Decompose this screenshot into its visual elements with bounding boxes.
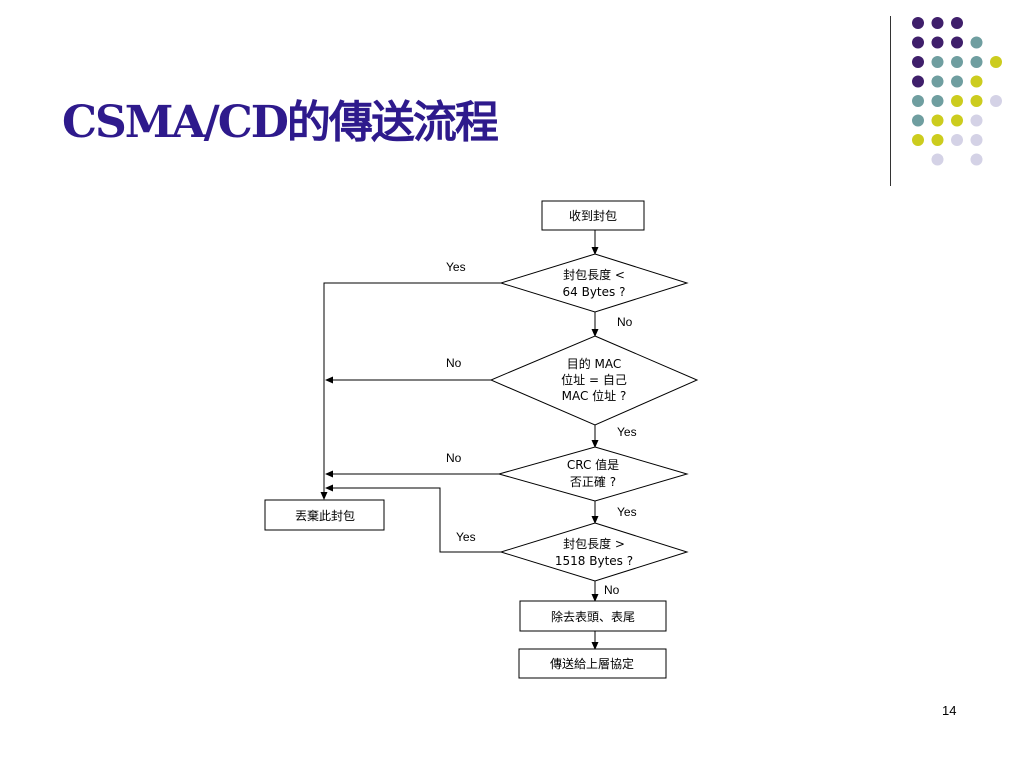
decision-crc-check: CRC 值是 否正確 ? xyxy=(497,446,689,502)
decorative-dot xyxy=(931,134,944,146)
decorative-dot xyxy=(912,56,924,68)
slide-title: CSMA/CD的傳送流程 xyxy=(62,97,499,148)
flow-connectors xyxy=(320,230,599,650)
decorative-dot xyxy=(931,17,944,29)
decision-min-length: 封包長度 < 64 Bytes ? xyxy=(499,253,689,313)
decision-destination-mac-line2: 位址 = 自己 xyxy=(561,372,627,387)
decorative-dot xyxy=(951,95,963,107)
decorative-dot xyxy=(912,36,924,49)
decision-max-length: 封包長度 > 1518 Bytes ? xyxy=(499,522,689,582)
connector-d1-yes xyxy=(320,282,501,500)
start-node: 收到封包 xyxy=(541,200,645,231)
decision-crc-check-line1: CRC 值是 xyxy=(567,457,619,472)
decorative-dot xyxy=(951,75,963,88)
page-number: 14 xyxy=(942,703,957,718)
decorative-dot xyxy=(951,114,963,127)
discard-node: 丟棄此封包 xyxy=(264,499,385,531)
decorative-dot xyxy=(990,56,1002,68)
discard-label: 丟棄此封包 xyxy=(295,508,355,523)
decorative-dot xyxy=(970,75,983,88)
label-d4-no: No xyxy=(604,583,620,597)
decorative-dot xyxy=(951,36,963,49)
decision-min-length-line1: 封包長度 < xyxy=(563,267,625,282)
decision-max-length-line2: 1518 Bytes ? xyxy=(555,554,633,568)
decorative-dot xyxy=(970,95,983,107)
label-d3-no: No xyxy=(446,451,462,465)
decorative-dot xyxy=(912,134,924,146)
strip-node: 除去表頭、表尾 xyxy=(519,600,667,632)
decorative-dot xyxy=(931,153,944,166)
decorative-dot xyxy=(912,17,924,29)
decorative-dot xyxy=(951,56,963,68)
connector-d4-yes xyxy=(325,484,501,553)
label-d2-yes: Yes xyxy=(617,425,637,439)
label-d1-no: No xyxy=(617,315,633,329)
decorative-dot xyxy=(970,134,983,146)
decision-max-length-line1: 封包長度 > xyxy=(563,536,625,551)
decision-min-length-line2: 64 Bytes ? xyxy=(563,285,626,299)
decorative-dot-grid xyxy=(912,17,1002,166)
deliver-node: 傳送給上層協定 xyxy=(518,648,667,679)
title-divider xyxy=(890,16,891,186)
decorative-dot xyxy=(912,114,924,127)
decorative-dot xyxy=(951,134,963,146)
label-d2-no: No xyxy=(446,356,462,370)
label-d4-yes: Yes xyxy=(456,530,476,544)
decorative-dot xyxy=(951,17,963,29)
decision-destination-mac: 目的 MAC 位址 = 自己 MAC 位址 ? xyxy=(489,335,699,426)
decorative-dot xyxy=(970,114,983,127)
decorative-dot xyxy=(931,36,944,49)
decorative-dot xyxy=(970,36,983,49)
decorative-dot xyxy=(990,95,1002,107)
decision-crc-check-line2: 否正確 ? xyxy=(570,474,616,489)
label-d1-yes: Yes xyxy=(446,260,466,274)
decorative-dot xyxy=(931,95,944,107)
decision-destination-mac-line1: 目的 MAC xyxy=(567,356,622,371)
decorative-dot xyxy=(970,153,983,166)
decorative-dot xyxy=(931,114,944,127)
decorative-dot xyxy=(970,56,983,68)
decorative-dot xyxy=(912,75,924,88)
decorative-dot xyxy=(912,95,924,107)
label-d3-yes: Yes xyxy=(617,505,637,519)
strip-label: 除去表頭、表尾 xyxy=(551,609,635,624)
start-label: 收到封包 xyxy=(569,209,617,223)
deliver-label: 傳送給上層協定 xyxy=(550,656,634,671)
decision-destination-mac-line3: MAC 位址 ? xyxy=(562,388,627,403)
decorative-dot xyxy=(931,75,944,88)
decorative-dot xyxy=(931,56,944,68)
